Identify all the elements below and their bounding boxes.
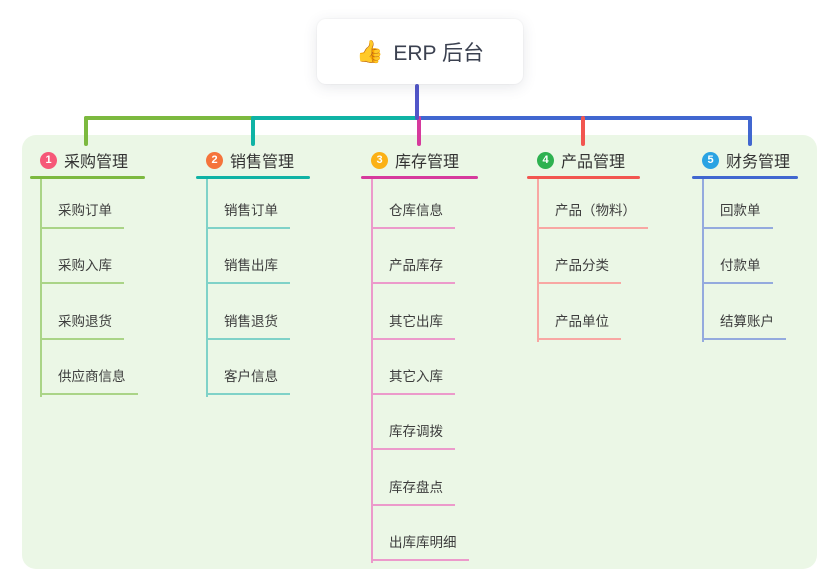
branch-3-child-4[interactable]: 其它入库 — [371, 367, 455, 395]
branch-3-number-badge-icon: 3 — [371, 151, 388, 169]
branch-1-child-1[interactable]: 采购订单 — [40, 201, 124, 229]
branch-3-child-6[interactable]: 库存盘点 — [371, 478, 455, 506]
drop-line-5 — [748, 116, 752, 146]
branch-2-number-badge-icon: 2 — [206, 151, 223, 169]
branch-2-child-4[interactable]: 客户信息 — [206, 367, 290, 395]
branch-3-label: 库存管理 — [395, 154, 460, 171]
branch-1-number-badge-icon: 1 — [40, 151, 57, 169]
thumbs-up-icon: 👍 — [355, 38, 384, 64]
branch-1-child-3[interactable]: 采购退货 — [40, 312, 124, 340]
branch-2-underline — [196, 176, 310, 179]
drop-line-3 — [417, 116, 421, 146]
branch-5-child-3[interactable]: 结算账户 — [702, 312, 786, 340]
branch-5-header[interactable]: 5 财务管理 — [702, 149, 790, 171]
branch-2-stem-line — [206, 179, 208, 397]
branch-4-header[interactable]: 4 产品管理 — [537, 149, 625, 171]
branch-1-child-4[interactable]: 供应商信息 — [40, 367, 138, 395]
branch-1-label: 采购管理 — [64, 154, 129, 171]
branch-3-child-1[interactable]: 仓库信息 — [371, 201, 455, 229]
branch-5-stem-line — [702, 179, 704, 342]
branch-4-child-2[interactable]: 产品分类 — [537, 256, 621, 285]
drop-line-2 — [251, 116, 255, 146]
branch-4-underline — [527, 176, 640, 179]
root-node[interactable]: 👍 ERP 后台 — [317, 19, 523, 84]
drop-line-4 — [581, 116, 585, 146]
branch-2-label: 销售管理 — [230, 154, 295, 171]
branch-2-header[interactable]: 2 销售管理 — [206, 149, 294, 171]
branch-1-underline — [30, 176, 145, 179]
branches-panel — [22, 135, 817, 569]
branch-5-underline — [692, 176, 798, 179]
branch-3-underline — [361, 176, 478, 179]
branch-1-header[interactable]: 1 采购管理 — [40, 149, 128, 171]
branch-3-stem-line — [371, 179, 373, 563]
branch-3-child-5[interactable]: 库存调拨 — [371, 422, 455, 451]
branch-2-child-1[interactable]: 销售订单 — [206, 201, 290, 229]
branch-3-child-2[interactable]: 产品库存 — [371, 256, 455, 285]
branch-5-number-badge-icon: 5 — [702, 151, 719, 169]
branch-5-child-1[interactable]: 回款单 — [702, 201, 773, 229]
branch-4-stem-line — [537, 179, 539, 342]
branch-4-child-1[interactable]: 产品（物料） — [537, 201, 648, 229]
branch-5-label: 财务管理 — [726, 154, 791, 171]
bus-line-left — [84, 116, 253, 120]
bus-line-middle — [251, 116, 419, 120]
root-stem-line — [415, 84, 419, 120]
branch-4-label: 产品管理 — [561, 154, 626, 171]
drop-line-1 — [84, 116, 88, 146]
branch-4-child-3[interactable]: 产品单位 — [537, 312, 621, 340]
branch-5-child-2[interactable]: 付款单 — [702, 256, 773, 285]
branch-3-child-7[interactable]: 出库库明细 — [371, 533, 469, 561]
root-title: ERP 后台 — [393, 41, 485, 65]
bus-line-right — [419, 116, 752, 120]
branch-2-child-3[interactable]: 销售退货 — [206, 312, 290, 340]
branch-2-child-2[interactable]: 销售出库 — [206, 256, 290, 285]
branch-1-child-2[interactable]: 采购入库 — [40, 256, 124, 285]
branch-3-header[interactable]: 3 库存管理 — [371, 149, 459, 171]
branch-4-number-badge-icon: 4 — [537, 151, 554, 169]
branch-1-stem-line — [40, 179, 42, 397]
branch-3-child-3[interactable]: 其它出库 — [371, 312, 455, 340]
